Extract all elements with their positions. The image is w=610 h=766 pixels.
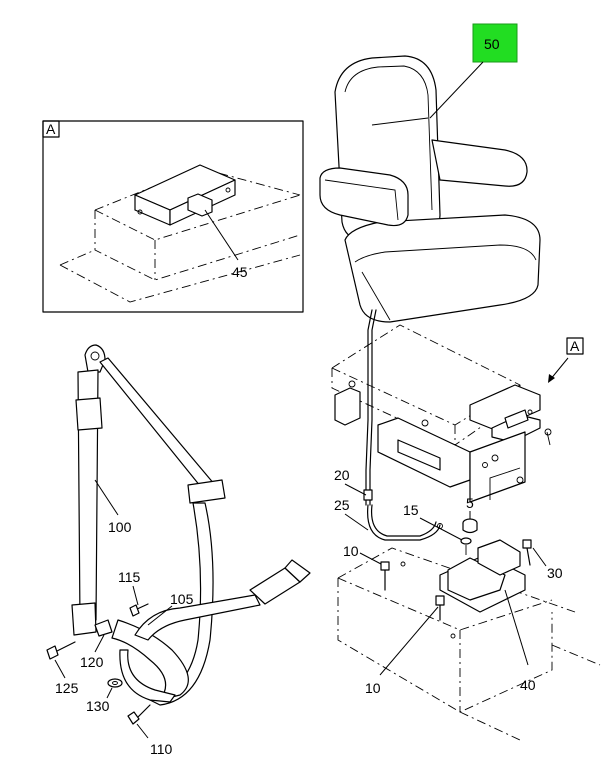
leader-50 xyxy=(429,61,484,119)
callout-15: 15 xyxy=(403,502,419,518)
seat-armrest-right xyxy=(431,139,528,187)
detail-a-label-box xyxy=(42,120,60,138)
callout-40: 40 xyxy=(520,677,536,693)
callout-50: 50 xyxy=(484,36,500,52)
callouts: A 100 115 105 120 125 130 110 20 25 5 xyxy=(54,337,584,757)
callout-110: 110 xyxy=(150,741,173,757)
seat-base xyxy=(331,309,552,555)
callout-30: 30 xyxy=(547,565,563,581)
callout-5: 5 xyxy=(466,495,474,511)
view-a-label-box xyxy=(566,337,584,355)
floor-block xyxy=(337,539,601,741)
seat-armrest-left xyxy=(319,167,409,227)
seat-cushion xyxy=(344,214,541,323)
detail-a-bracket xyxy=(134,164,236,226)
callout-100: 100 xyxy=(108,519,132,535)
callout-20: 20 xyxy=(334,467,350,483)
callout-a-view: A xyxy=(570,338,580,354)
callout-105: 105 xyxy=(170,591,194,607)
detail-a-frame xyxy=(42,120,304,313)
callout-125: 125 xyxy=(55,680,79,696)
leader-45 xyxy=(204,209,239,261)
callout-25: 25 xyxy=(334,497,350,513)
callout-50-highlight xyxy=(472,23,518,63)
callout-115: 115 xyxy=(118,569,141,585)
callout-10-lower: 10 xyxy=(365,680,381,696)
callout-45: 45 xyxy=(232,264,248,280)
callout-120: 120 xyxy=(80,654,104,670)
callout-130: 130 xyxy=(86,698,110,714)
seat-belt-assembly xyxy=(46,344,311,725)
detail-a-base-block xyxy=(59,167,301,303)
detail-a-inset: A 45 xyxy=(42,120,304,313)
detail-a-label: A xyxy=(46,121,56,137)
seat-assembly: 50 xyxy=(319,23,541,323)
callout-10-upper: 10 xyxy=(343,543,359,559)
